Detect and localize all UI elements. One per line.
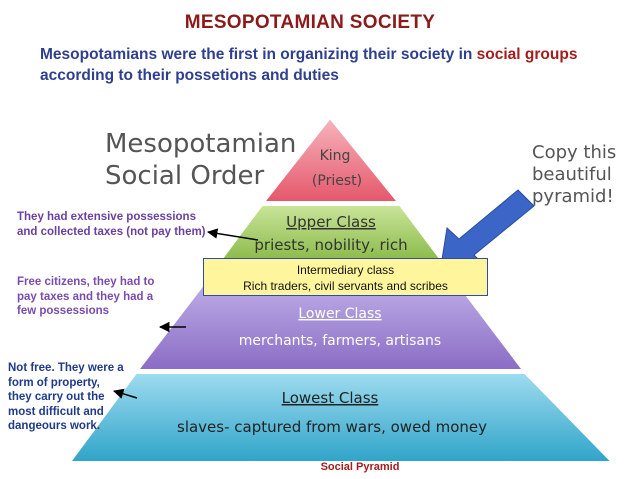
page-title: MESOPOTAMIAN SOCIETY xyxy=(184,12,436,33)
arrow-lowest-icon xyxy=(112,388,138,399)
note-lowest-end: . xyxy=(96,420,101,432)
diagram-caption: Social Pyramid xyxy=(320,461,400,473)
copy-note-line3: pyramid! xyxy=(532,186,614,207)
diagram-heading-line2: Social Order xyxy=(105,161,265,191)
page-subtitle: Mesopotamians were the first in organizi… xyxy=(40,44,630,86)
level-desc-lower: merchants, farmers, artisans xyxy=(239,333,441,349)
level-desc-upper: priests, nobility, rich xyxy=(254,236,407,254)
diagram-heading-line1: Mesopotamian xyxy=(105,129,296,159)
level-title-upper: Upper Class xyxy=(286,213,376,231)
note-upper-class: They had extensive possessions and colle… xyxy=(17,211,206,238)
intermediary-class-box: Intermediary class Rich traders, civil s… xyxy=(203,258,488,296)
copy-note-line2: beautiful xyxy=(532,164,612,185)
note-lower-class: Free citizens, they had to pay taxes and… xyxy=(17,276,155,317)
subtitle-text-end: according to their possetions and duties xyxy=(40,67,339,84)
pyramid-level-king xyxy=(261,116,401,203)
level-desc-king: (Priest) xyxy=(312,173,362,189)
pyramid-level-lowest xyxy=(68,372,615,463)
subtitle-text-start: Mesopotamians were the first in organizi… xyxy=(40,46,477,63)
level-title-king: King xyxy=(320,148,351,164)
intermediary-title: Intermediary class xyxy=(296,263,395,277)
level-desc-lowest: slaves- captured from wars, owed money xyxy=(177,418,487,436)
arrow-upper-icon xyxy=(206,228,259,241)
note-lowest-class: Not free. They were a form of property, … xyxy=(8,361,126,434)
level-title-lowest: Lowest Class xyxy=(282,389,379,407)
subtitle-highlight: social groups xyxy=(476,46,578,63)
level-title-lower: Lower Class xyxy=(298,306,381,322)
intermediary-desc: Rich traders, civil servants and scribes xyxy=(243,279,448,293)
note-lowest-text: Not free. They were a form of property, … xyxy=(8,362,124,432)
copy-note-line1: Copy this xyxy=(532,142,616,163)
